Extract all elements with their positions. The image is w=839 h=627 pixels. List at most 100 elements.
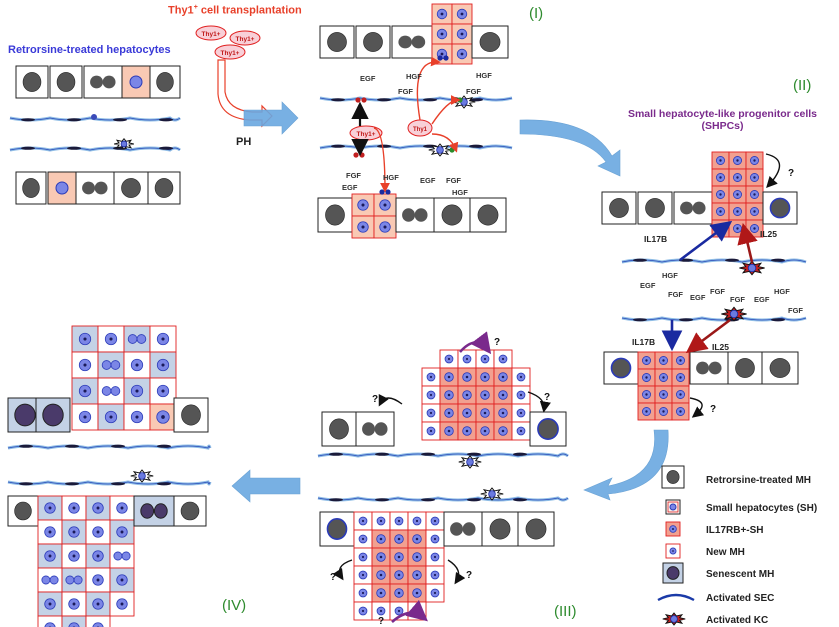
small-hepatocyte-cell <box>373 193 397 217</box>
nucleolus <box>96 506 100 510</box>
sec-nucleus <box>331 98 345 102</box>
senescent-mh-cell <box>35 397 71 433</box>
nucleolus <box>135 415 139 419</box>
small-hepatocyte-cell <box>728 202 747 221</box>
nucleolus <box>736 193 739 196</box>
growth-factor-label: FGF <box>730 295 745 304</box>
kupffer-cell <box>721 306 747 322</box>
small-hepatocyte-cell <box>665 521 681 537</box>
nucleolus <box>501 411 505 415</box>
nucleolus <box>83 337 87 341</box>
new-mh-cell <box>511 385 531 405</box>
new-mh-cell <box>493 349 513 369</box>
nucleolus <box>72 602 76 606</box>
kupffer-cell <box>662 612 686 626</box>
swatch-nucleus <box>669 503 677 511</box>
transplantation-title: Thy1+ cell transplantation <box>168 4 302 17</box>
senescent-mh-cell <box>133 495 175 527</box>
retrorsine-mh-cell <box>149 65 181 99</box>
nucleolus <box>397 537 401 541</box>
nucleolus <box>753 227 756 230</box>
new-mh-cell <box>425 529 445 549</box>
sinusoid-layer <box>7 96 807 502</box>
nucleolus <box>447 411 451 415</box>
nucleus <box>136 334 147 344</box>
curved-arrow <box>378 393 403 407</box>
sinusoid-line <box>621 259 807 263</box>
thy1-cell: Thy1+ <box>229 30 261 46</box>
growth-factor-label: FGF <box>710 287 725 296</box>
nucleus <box>90 75 103 89</box>
il25-arrow <box>685 318 731 354</box>
curved-arrow <box>431 95 461 125</box>
nucleolus <box>161 363 165 367</box>
nucleolus <box>753 176 756 179</box>
retrorsine-mh-cell <box>147 171 181 205</box>
cell-border <box>85 615 111 627</box>
receptor-dot <box>443 55 449 61</box>
new-mh-cell <box>353 565 373 585</box>
small-hepatocyte-cell <box>121 65 151 99</box>
kupffer-cell <box>428 143 452 157</box>
nucleolus <box>501 393 505 397</box>
small-hepatocyte-cell <box>493 421 513 441</box>
nucleolus <box>379 555 383 559</box>
nucleus <box>153 503 168 519</box>
ph-label: PH <box>236 136 252 148</box>
small-hepatocyte-cell <box>711 151 730 170</box>
sec-nucleus <box>423 98 437 102</box>
nucleus <box>680 201 693 215</box>
nucleolus <box>662 376 665 379</box>
receptor-dot <box>355 97 361 103</box>
sec-nucleus <box>467 498 481 502</box>
sec-nucleus <box>375 452 389 456</box>
small-hepatocyte-cell <box>431 23 453 45</box>
new-mh-cell <box>371 511 391 531</box>
small-hepatocyte-cell <box>431 43 453 65</box>
small-hepatocyte-cell <box>351 215 375 239</box>
small-hepatocyte-cell <box>457 385 477 405</box>
nucleolus <box>83 389 87 393</box>
sec-nucleus <box>771 318 785 322</box>
thy1-cell: Thy1+ <box>195 25 227 41</box>
sinusoid <box>9 116 181 122</box>
il17b-label: IL17B <box>644 234 667 244</box>
sinusoid <box>7 480 212 486</box>
nucleolus <box>361 573 365 577</box>
nucleus <box>477 204 499 226</box>
retrorsine-mh-cell <box>15 171 47 205</box>
senescent-mh-cell <box>662 562 684 584</box>
new-mh-cell <box>149 325 177 353</box>
curved-arrow <box>447 559 466 585</box>
new-mh-cell <box>37 495 63 521</box>
growth-factor-label: FGF <box>466 87 481 96</box>
nucleus <box>479 32 501 52</box>
nucleolus <box>736 176 739 179</box>
sec-nucleus <box>157 444 171 448</box>
nucleus <box>441 204 463 226</box>
sec-nucleus <box>19 482 33 486</box>
sinusoid-line <box>7 445 211 449</box>
new-mh-cell <box>97 351 125 379</box>
new-mh-cell <box>457 349 477 369</box>
nucleolus <box>679 376 682 379</box>
nucleolus <box>433 555 437 559</box>
nucleolus <box>415 609 419 613</box>
legend-item-il17rb: IL17RB+-SH <box>665 521 764 537</box>
small-hepatocyte-cell <box>457 421 477 441</box>
nucleolus <box>96 530 100 534</box>
curved-arrow <box>765 153 781 189</box>
shpc-title: Small hepatocyte-like progenitor cells(S… <box>610 108 835 132</box>
nucleolus <box>483 411 487 415</box>
new-mh-cell <box>37 615 63 627</box>
new-mh-cell <box>425 583 445 603</box>
nucleolus <box>501 357 505 361</box>
new-mh-cell <box>109 495 135 521</box>
legend-item-kc: Activated KC <box>662 612 768 626</box>
kupffer-cell <box>114 137 134 151</box>
cell-border <box>355 25 391 59</box>
nucleus <box>398 35 413 49</box>
growth-factor-label: FGF <box>668 290 683 299</box>
question-mark: ? <box>330 572 336 583</box>
